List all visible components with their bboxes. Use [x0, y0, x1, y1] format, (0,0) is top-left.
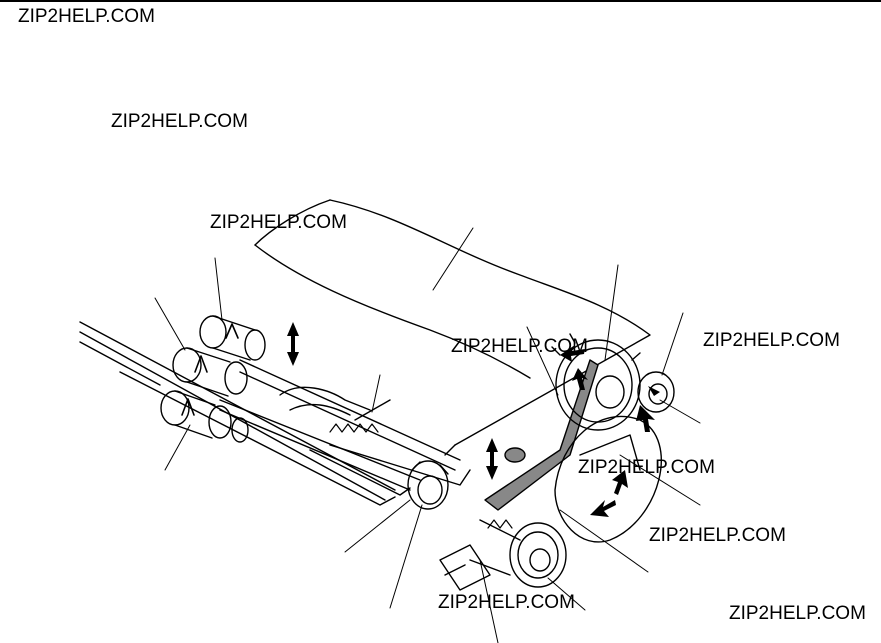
separation-roller-bottom — [160, 390, 249, 443]
leader-lines — [154, 227, 701, 643]
roller-shafts — [219, 359, 461, 491]
cam-disk — [554, 415, 662, 543]
idler-gear-small — [637, 371, 675, 413]
feed-roller-middle — [172, 347, 248, 397]
up-down-arrow-center — [486, 438, 498, 480]
bracket-bottom — [439, 544, 491, 591]
drive-gear-large — [551, 333, 641, 431]
top-rule — [0, 0, 881, 2]
watermark: ZIP2HELP.COM — [111, 111, 248, 132]
watermark: ZIP2HELP.COM — [18, 6, 155, 27]
watermark: ZIP2HELP.COM — [578, 457, 715, 478]
paper-sheet — [254, 199, 651, 456]
rotation-arrows — [560, 345, 660, 517]
pickup-roller-top — [199, 315, 266, 361]
watermark: ZIP2HELP.COM — [451, 336, 588, 357]
watermark: ZIP2HELP.COM — [729, 603, 866, 624]
up-down-arrow-left — [287, 322, 299, 366]
watermark: ZIP2HELP.COM — [703, 330, 840, 351]
bottom-drive-gear — [469, 519, 567, 588]
watermark: ZIP2HELP.COM — [438, 592, 575, 613]
clutch-gear-front — [407, 460, 449, 510]
feed-tray — [79, 321, 471, 506]
watermark: ZIP2HELP.COM — [649, 525, 786, 546]
watermark: ZIP2HELP.COM — [210, 212, 347, 233]
feed-lever — [484, 359, 599, 511]
